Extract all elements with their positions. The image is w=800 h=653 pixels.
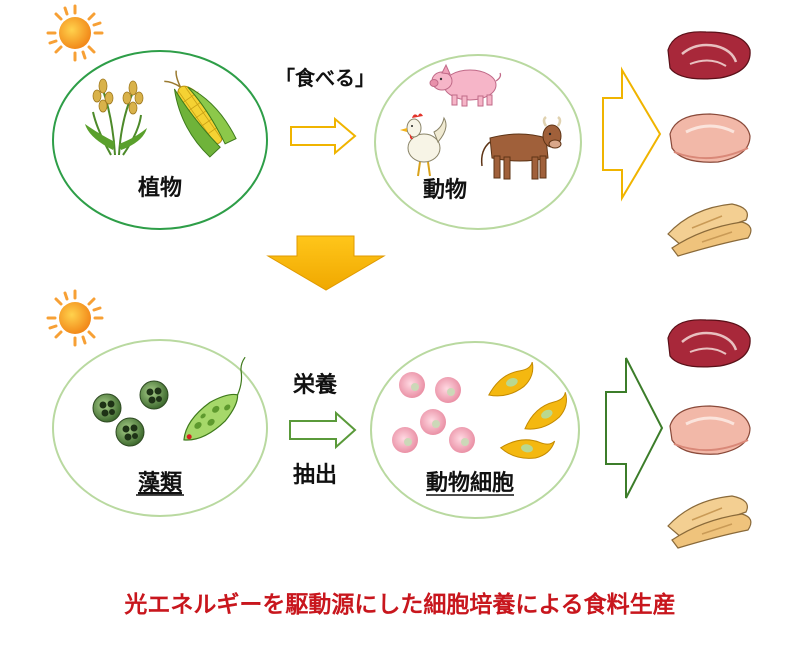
plants-label: 植物 <box>138 175 182 201</box>
corn-icon <box>164 70 237 158</box>
nutrient-arrow <box>289 410 357 450</box>
algae-circle <box>52 339 268 517</box>
chicken-icon <box>400 113 447 177</box>
down-arrow <box>266 235 386 291</box>
meat-icon <box>667 203 752 257</box>
meat-icon <box>667 31 751 80</box>
algae-label: 藻類 <box>138 471 183 496</box>
animal-cell-icon <box>488 362 567 459</box>
produce-arrow-top <box>602 66 662 202</box>
animal-circle <box>374 54 582 230</box>
caption: 光エネルギーを駆動源にした細胞培養による食料生産 <box>123 591 675 618</box>
meat-icon <box>669 113 751 163</box>
meat-icon <box>667 495 752 549</box>
meat-icon <box>669 405 751 455</box>
algae-icon <box>92 380 169 447</box>
wheat-icon <box>85 78 147 156</box>
sun-icon <box>46 289 104 347</box>
pig-icon <box>429 63 502 107</box>
animals-label: 動物 <box>423 177 467 203</box>
animal-cell-icon <box>392 372 475 453</box>
eat-arrow-label: 「食べる」 <box>275 66 375 90</box>
produce-arrow-bottom <box>605 357 664 499</box>
animal-cells-label: 動物細胞 <box>426 470 514 496</box>
extraction-label: 抽出 <box>293 463 337 488</box>
meat-icon <box>667 319 751 368</box>
plant-circle <box>52 50 268 230</box>
sun-icon <box>46 4 104 62</box>
cow-icon <box>480 116 562 180</box>
euglena-icon <box>183 356 246 441</box>
eat-arrow <box>290 116 357 156</box>
nutrition-label: 栄養 <box>292 372 337 398</box>
